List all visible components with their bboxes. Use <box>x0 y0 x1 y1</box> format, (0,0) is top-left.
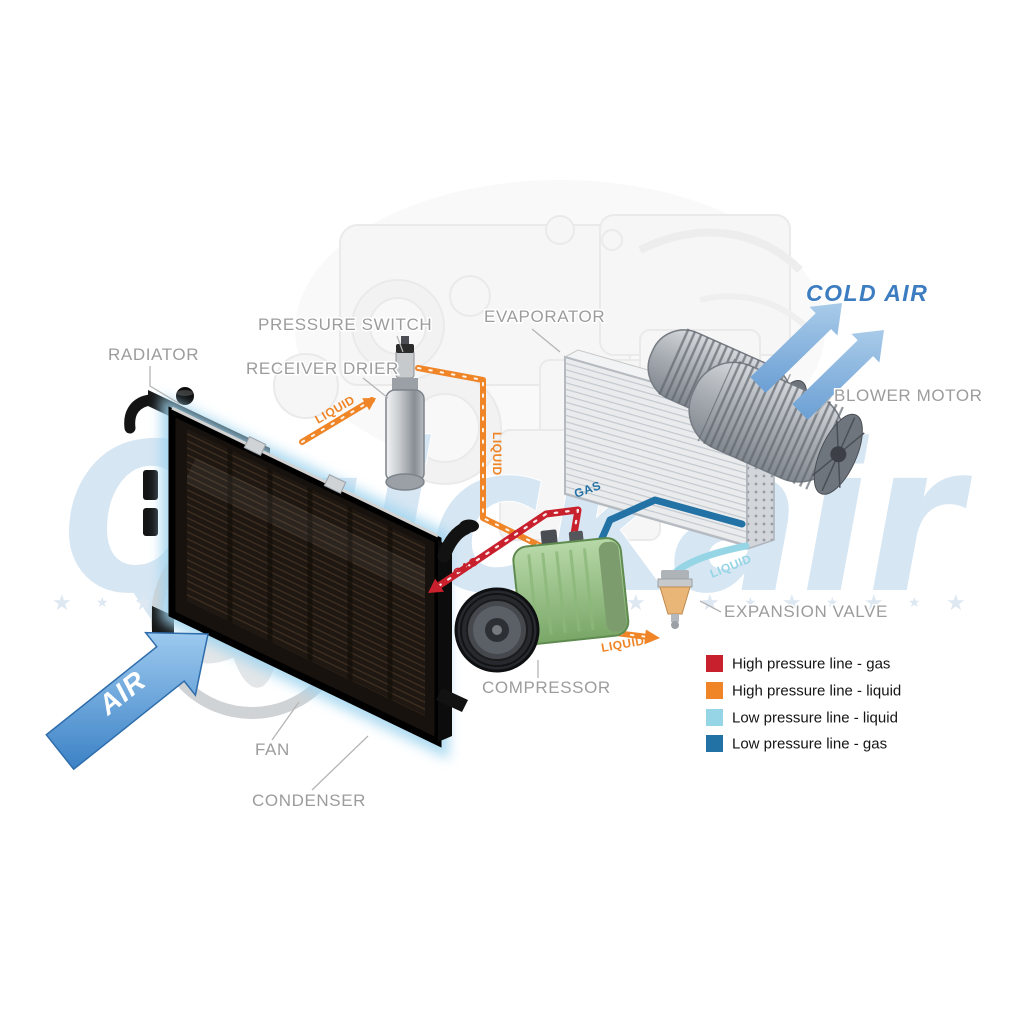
expansion-valve <box>657 570 693 629</box>
legend-row-low-liquid: Low pressure line - liquid <box>706 709 898 727</box>
compressor <box>454 529 630 673</box>
label-pressure-switch: PRESSURE SWITCH <box>258 315 432 334</box>
label-blower-motor: BLOWER MOTOR <box>834 386 983 405</box>
leader-condenser <box>311 735 369 791</box>
legend-row-high-liquid: High pressure line - liquid <box>706 682 901 700</box>
leader-expansion-valve <box>699 600 722 613</box>
pipe-high-pressure-gas <box>430 506 582 593</box>
legend: High pressure line - gas High pressure l… <box>706 655 901 753</box>
blower-motor <box>647 327 865 495</box>
label-evaporator: EVAPORATOR <box>484 307 605 326</box>
leader-evaporator <box>531 328 561 353</box>
component-labels: RADIATOR PRESSURE SWITCH RECEIVER DRIER … <box>107 279 984 812</box>
svg-text:★: ★ <box>52 591 72 616</box>
cold-air-arrows <box>750 303 884 420</box>
cold-air-arrow-1 <box>750 303 842 393</box>
air-arrow: AIR <box>45 631 209 771</box>
svg-text:★: ★ <box>134 591 154 616</box>
pipe-arrow-to-valve <box>644 629 660 645</box>
label-expansion-valve: EXPANSION VALVE <box>724 602 888 621</box>
pipe-arrow-to-drier <box>362 398 376 411</box>
pipe-low-pressure-liquid <box>672 542 750 576</box>
cold-air-arrow-2 <box>792 330 884 420</box>
svg-text:★: ★ <box>782 591 802 616</box>
label-compressor: COMPRESSOR <box>482 678 611 697</box>
legend-swatch-low-liquid <box>706 709 723 726</box>
svg-text:★: ★ <box>744 595 757 611</box>
leader-fan <box>271 701 300 741</box>
pipe-arrow-to-condenser <box>428 578 444 593</box>
svg-text:★: ★ <box>96 595 109 611</box>
label-condenser: CONDENSER <box>252 791 366 810</box>
legend-swatch-low-gas <box>706 735 723 752</box>
svg-text:★: ★ <box>864 591 884 616</box>
legend-label-high-liquid: High pressure line - liquid <box>732 683 901 700</box>
svg-text:★: ★ <box>826 595 839 611</box>
legend-swatch-high-liquid <box>706 682 723 699</box>
label-radiator: RADIATOR <box>108 345 199 364</box>
legend-row-low-gas: Low pressure line - gas <box>706 735 887 753</box>
legend-label-high-gas: High pressure line - gas <box>732 656 890 673</box>
pipe-low-pressure-gas <box>592 496 746 556</box>
pipe-label-liquid-2: LIQUID <box>490 432 504 476</box>
label-fan: FAN <box>255 740 290 759</box>
svg-text:★: ★ <box>946 591 966 616</box>
legend-label-low-gas: Low pressure line - gas <box>732 736 887 753</box>
svg-text:★: ★ <box>700 591 720 616</box>
leader-lines <box>149 328 832 791</box>
legend-label-low-liquid: Low pressure line - liquid <box>732 710 898 727</box>
compressor-pulley <box>454 587 540 673</box>
leader-blower-motor <box>815 396 832 415</box>
label-receiver-drier: RECEIVER DRIER <box>246 359 399 378</box>
svg-text:★: ★ <box>626 591 646 616</box>
label-cold-air: COLD AIR <box>806 280 928 306</box>
leader-receiver-drier <box>362 377 389 399</box>
svg-text:★: ★ <box>908 595 921 611</box>
legend-swatch-high-gas <box>706 655 723 672</box>
legend-row-high-gas: High pressure line - gas <box>706 655 890 673</box>
leader-pressure-switch <box>396 335 404 353</box>
leader-radiator <box>149 366 181 405</box>
